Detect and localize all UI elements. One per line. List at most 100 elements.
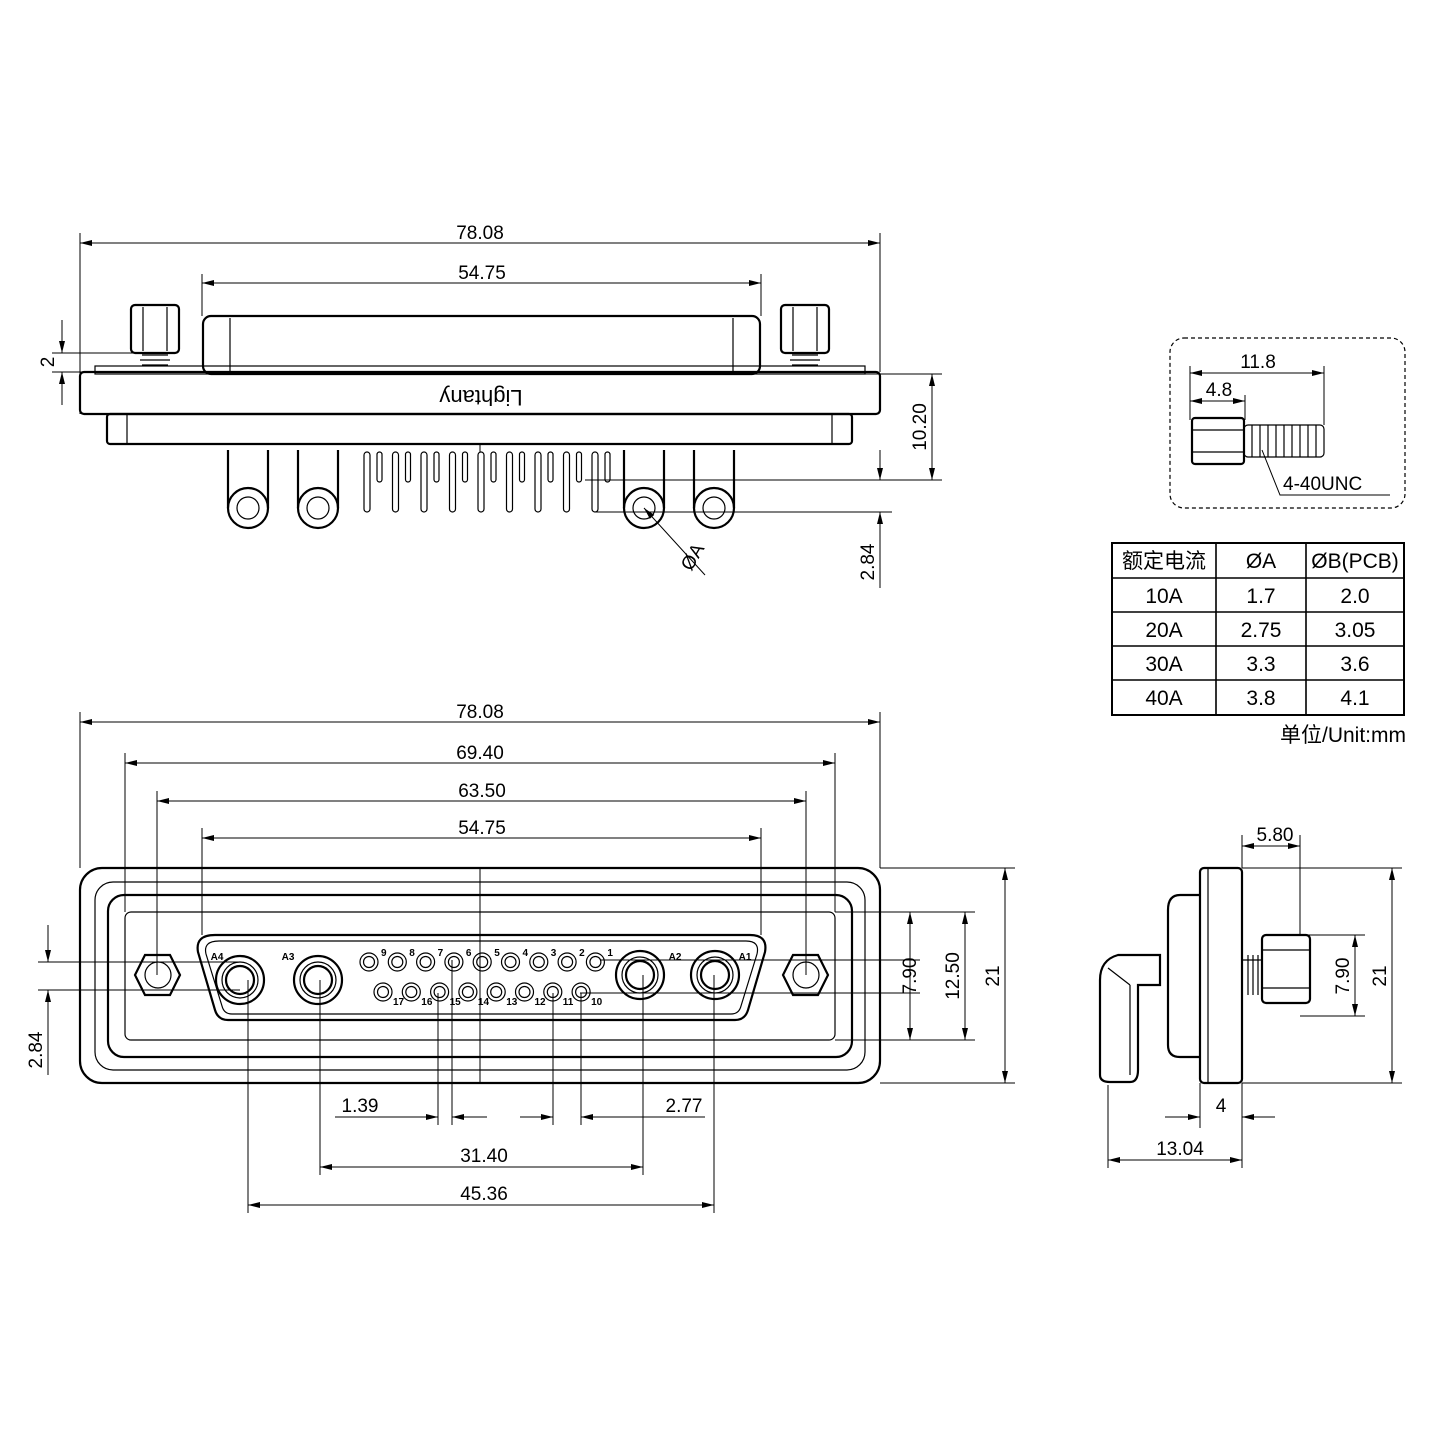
power-contacts: A4 A3 A2 A1 [211,949,752,1006]
power-contact-a3: A3 [282,952,344,1006]
signal-contact: 2 [557,948,585,972]
svg-text:2.75: 2.75 [1241,619,1282,642]
table-header-diameter-a: ØA [1246,550,1276,573]
signal-contact: 7 [416,948,444,972]
dim-row-pitch: 7.90 [900,958,921,995]
dim-screw-head: 4.8 [1206,380,1232,401]
side-screw [1260,933,1312,1005]
screw-right [779,303,831,366]
svg-text:40A: 40A [1145,687,1182,710]
logo-text: Lightany [439,385,522,410]
unit-note: 单位/Unit:mm [1280,724,1406,747]
side-view: 5.80 7.90 21 4 13.04 [1098,825,1402,1168]
signal-contact: 17 [373,982,405,1008]
dim-overall-height: 21 [983,965,1004,986]
signal-contact: 14 [458,982,490,1008]
dim-outer-power-spacing: 45.36 [460,1184,508,1205]
power-pin-tail [226,450,270,530]
spec-table: 额定电流 ØA ØB(PCB) 10A 1.7 2.0 20A 2.75 3.0… [1111,542,1406,747]
signal-contact: 1 [585,948,613,972]
svg-text:3.6: 3.6 [1340,653,1369,676]
dim-pin-diameter: ØA [677,540,709,575]
table-row: 40A 3.8 4.1 [1145,687,1369,710]
contact-label: 2 [579,948,585,959]
signal-contact: 9 [359,948,387,972]
dim-side-height: 21 [1370,965,1391,986]
signal-pin-tail [591,451,611,513]
signal-pin-tail [363,451,383,513]
table-row: 20A 2.75 3.05 [1145,619,1375,642]
dim-shell-height: 12.50 [943,952,964,1000]
signal-contact: 13 [486,982,518,1008]
signal-contact: 15 [430,982,462,1008]
contact-label: 4 [523,948,529,959]
signal-contact: 10 [571,982,603,1008]
screw-left [129,303,181,366]
dim-shell-width: 54.75 [458,263,506,284]
top-view: 78.08 54.75 Lightany 2 [38,223,942,588]
dim-pitch-1: 1.39 [342,1096,379,1117]
contact-label: 17 [393,997,405,1008]
contact-label: 12 [535,997,547,1008]
table-row: 30A 3.3 3.6 [1145,653,1369,676]
signal-pin-tail [562,451,583,513]
screw-detail: 11.8 4.8 4-40UNC [1169,337,1406,509]
contact-label: 1 [607,948,613,959]
contact-label: 15 [450,997,462,1008]
power-pin-tail [692,450,736,530]
signal-contact: 16 [401,982,433,1008]
signal-pin-tail [505,451,526,513]
signal-pin-tail [448,451,469,513]
signal-pin-tail [477,451,497,513]
table-row: 10A 1.7 2.0 [1145,585,1369,608]
svg-text:3.8: 3.8 [1246,687,1275,710]
contact-label: A2 [669,952,682,963]
table-header-diameter-b: ØB(PCB) [1311,550,1399,573]
dim-overall-width: 78.08 [456,223,504,244]
power-contact-a4: A4 [211,952,266,1006]
signal-contact: 3 [529,948,557,972]
dim-side-row-pitch: 7.90 [1333,958,1354,995]
contact-label: 5 [494,948,500,959]
dim-screw-offset: 5.80 [1257,825,1294,846]
side-flange [1198,866,1244,1085]
shell [201,314,762,376]
svg-text:1.7: 1.7 [1246,585,1275,608]
dim-offset-left: 2.84 [26,1031,47,1068]
contact-label: 7 [438,948,444,959]
signal-contact: 12 [514,982,547,1008]
contact-label: 8 [409,948,415,959]
svg-text:3.05: 3.05 [1335,619,1376,642]
svg-text:2.0: 2.0 [1340,585,1369,608]
signal-pin-tail [420,451,440,513]
signal-contact: 11 [543,982,574,1008]
dim-overall-depth: 13.04 [1156,1139,1204,1160]
dim-flange-depth: 4 [1216,1096,1227,1117]
d-sub-shell [196,933,767,1022]
right-angle-body [1098,953,1162,1084]
signal-contact: 4 [500,948,529,972]
power-pin-tail [296,450,340,530]
dim-pitch-2: 2.77 [666,1096,703,1117]
dim-screw-length: 11.8 [1240,352,1276,373]
contact-label: 11 [563,997,574,1008]
thread-spec: 4-40UNC [1283,474,1362,495]
svg-text:4.1: 4.1 [1340,687,1369,710]
body [105,412,854,446]
table-header-rated-current: 额定电流 [1122,550,1206,573]
dim-pin-offset: 2.84 [858,543,879,580]
contact-label: A1 [739,952,752,963]
power-contact-a2: A2 [614,949,682,1001]
contact-label: 14 [478,997,490,1008]
signal-contact: 6 [444,948,472,972]
dim-hole-spacing: 63.50 [458,781,506,802]
svg-text:30A: 30A [1145,653,1182,676]
signal-pin-tail [534,451,554,513]
contact-label: 10 [591,997,603,1008]
dim-width-2: 69.40 [456,743,504,764]
power-pin-tails [226,450,736,530]
contact-label: A4 [211,952,224,963]
signal-contact: 8 [387,948,415,972]
